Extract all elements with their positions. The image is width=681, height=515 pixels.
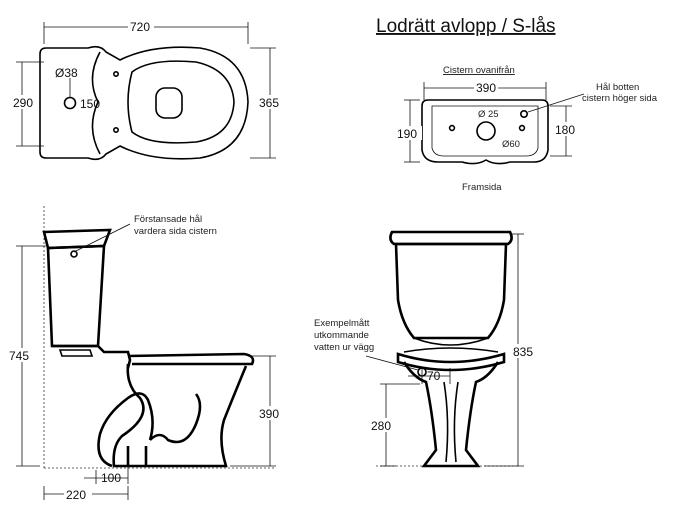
front-pedestal bbox=[402, 361, 500, 468]
outlet-width-label: 100 bbox=[101, 471, 121, 485]
front-cistern-lid bbox=[389, 230, 513, 246]
large-hole-label: Ø60 bbox=[502, 139, 520, 150]
hole-diameter-label: Ø38 bbox=[55, 66, 78, 80]
side-note-line1: Förstansade hål bbox=[134, 214, 202, 225]
cistern-outline bbox=[421, 99, 549, 165]
cistern-width-label: 390 bbox=[476, 81, 496, 95]
cistern-bolt-hole-icon bbox=[448, 124, 456, 132]
seat-height-label: 390 bbox=[259, 407, 279, 421]
front-cistern-body bbox=[394, 242, 508, 340]
side-note-line2: vardera sida cistern bbox=[134, 226, 217, 237]
top-view-outline bbox=[39, 45, 249, 161]
front-note-line3: vatten ur vägg bbox=[314, 342, 374, 353]
inlet-height-label: 280 bbox=[371, 419, 391, 433]
hole-distance-label: 150 bbox=[80, 97, 100, 111]
seat-opening bbox=[127, 60, 235, 144]
dim-height-left-label: 290 bbox=[13, 96, 33, 110]
trapway bbox=[97, 392, 154, 468]
cistern-note-line2: cistern höger sida bbox=[582, 93, 658, 104]
front-seat bbox=[396, 352, 506, 372]
inlet-hole-icon bbox=[519, 110, 528, 119]
tank-front-edge bbox=[91, 51, 101, 155]
front-side-label: Framsida bbox=[462, 182, 502, 193]
cistern-bolt-hole-icon bbox=[518, 124, 526, 132]
total-height-label: 745 bbox=[9, 349, 29, 363]
cistern-height-right-label: 180 bbox=[555, 123, 575, 137]
front-total-height-label: 835 bbox=[513, 345, 533, 359]
cistern-top-view: Cistern ovanifrån 390 Ø 25 Ø60 Hål botte… bbox=[396, 65, 658, 193]
cistern-note-line1: Hål botten bbox=[596, 82, 639, 93]
outlet-pipe bbox=[126, 446, 148, 466]
pre-punched-hole-icon bbox=[70, 250, 78, 258]
toilet-top-view: 720 Ø38 150 290 365 bbox=[10, 19, 286, 161]
seat-bolt-hole-icon bbox=[113, 71, 120, 78]
bowl-body bbox=[112, 363, 248, 468]
front-note-line2: utkommande bbox=[314, 330, 369, 341]
front-note-line1: Exempelmått bbox=[314, 318, 370, 329]
small-hole-label: Ø 25 bbox=[478, 109, 499, 120]
wall-distance-label: 220 bbox=[66, 488, 86, 502]
toilet-side-view: Förstansade hål vardera sida cistern 745… bbox=[8, 206, 286, 502]
seat-side bbox=[127, 352, 255, 366]
drawing-title: Lodrätt avlopp / S-lås bbox=[376, 16, 556, 37]
dim-width-label: 720 bbox=[130, 20, 150, 34]
dim-height-right-label: 365 bbox=[259, 96, 279, 110]
inlet-offset-label: 70 bbox=[427, 369, 441, 383]
cistern-body bbox=[46, 244, 106, 348]
toilet-front-view: Exempelmått utkommande vatten ur vägg 70… bbox=[314, 230, 534, 468]
cistern-caption: Cistern ovanifrån bbox=[443, 65, 515, 76]
flush-valve-hole-icon bbox=[476, 121, 496, 141]
seat-bolt-hole-icon bbox=[113, 127, 120, 134]
bowl-outlet bbox=[155, 87, 183, 119]
cistern-height-left-label: 190 bbox=[397, 127, 417, 141]
supply-hole-icon bbox=[63, 96, 77, 110]
